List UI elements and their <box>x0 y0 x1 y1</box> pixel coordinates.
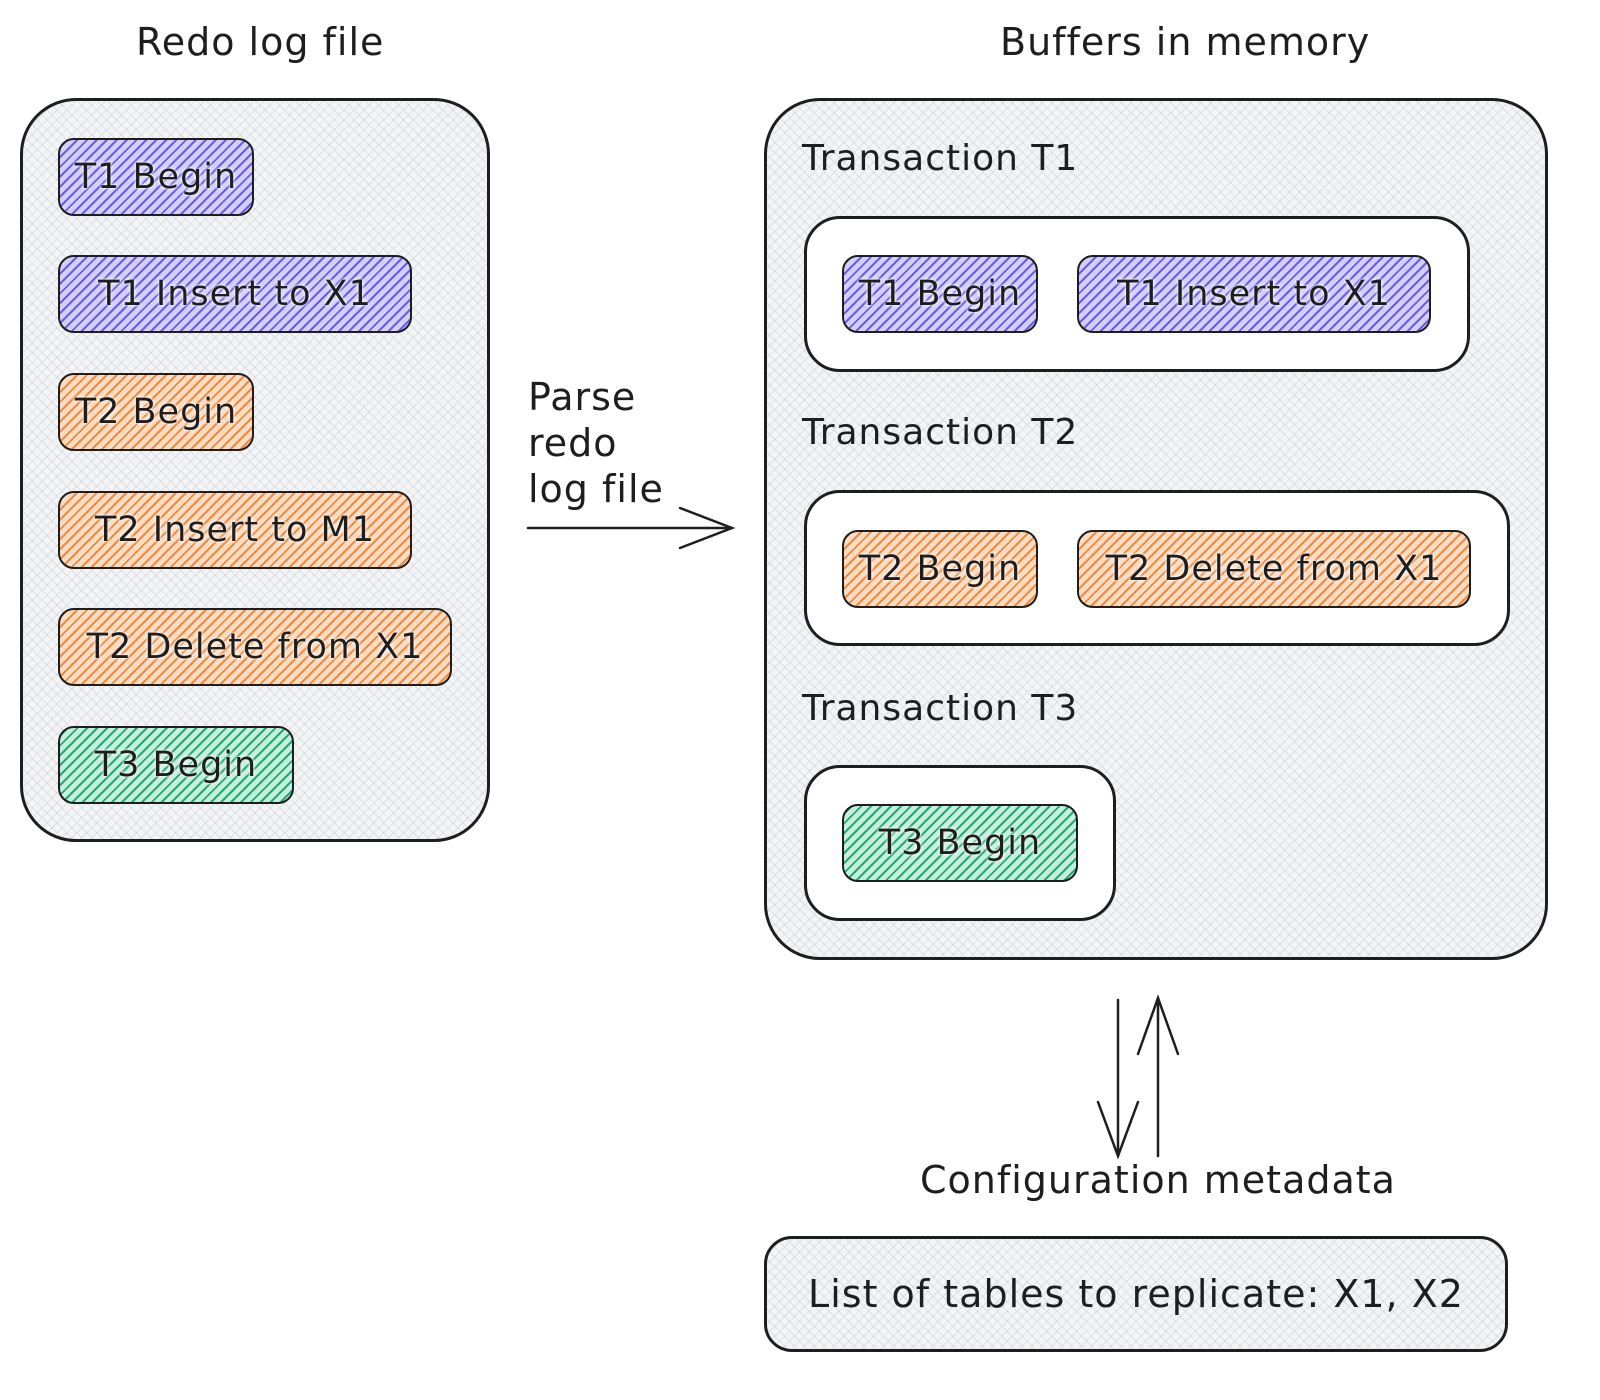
buffer-entry-label: T1 Begin <box>858 274 1022 314</box>
redo-entry-label: T3 Begin <box>94 745 258 785</box>
redo-entry-label: T2 Begin <box>74 392 238 432</box>
config-metadata-label: Configuration metadata <box>920 1158 1396 1202</box>
transaction-t2-heading: Transaction T2 <box>802 412 1079 453</box>
buffer-entry-label: T3 Begin <box>878 823 1042 863</box>
buffer-t3-begin: T3 Begin <box>842 804 1078 882</box>
parse-label-line2: redo <box>528 421 618 465</box>
parse-arrow-label: Parse redo log file <box>528 374 664 512</box>
redo-entry-t1-begin: T1 Begin <box>58 138 254 216</box>
redo-entry-label: T2 Insert to M1 <box>94 510 375 550</box>
parse-label-line1: Parse <box>528 375 637 419</box>
redo-entry-t2-begin: T2 Begin <box>58 373 254 451</box>
buffer-t2-begin: T2 Begin <box>842 530 1038 608</box>
parse-label-line3: log file <box>528 467 664 511</box>
redo-entry-t2-insert: T2 Insert to M1 <box>58 491 412 569</box>
config-metadata-box: List of tables to replicate: X1, X2 <box>764 1236 1508 1352</box>
redo-log-panel <box>20 98 490 842</box>
buffers-title: Buffers in memory <box>1000 20 1371 64</box>
up-arrow <box>1136 994 1180 1158</box>
transaction-t1-heading: Transaction T1 <box>802 138 1079 179</box>
redo-entry-label: T1 Begin <box>74 157 238 197</box>
tables-to-replicate: List of tables to replicate: X1, X2 <box>808 1272 1464 1316</box>
buffer-t2-delete: T2 Delete from X1 <box>1077 530 1471 608</box>
buffer-entry-label: T1 Insert to X1 <box>1117 274 1391 314</box>
redo-entry-t3-begin: T3 Begin <box>58 726 294 804</box>
redo-entry-t1-insert: T1 Insert to X1 <box>58 255 412 333</box>
buffer-entry-label: T2 Begin <box>858 549 1022 589</box>
buffer-t1-begin: T1 Begin <box>842 255 1038 333</box>
transaction-t3-heading: Transaction T3 <box>802 688 1079 729</box>
down-arrow <box>1096 998 1140 1160</box>
parse-arrow <box>526 506 736 550</box>
buffer-entry-label: T2 Delete from X1 <box>1105 549 1443 589</box>
redo-entry-label: T2 Delete from X1 <box>86 627 424 667</box>
redo-entry-t2-delete: T2 Delete from X1 <box>58 608 452 686</box>
redo-log-title: Redo log file <box>136 20 385 64</box>
buffer-t1-insert: T1 Insert to X1 <box>1077 255 1431 333</box>
redo-entry-label: T1 Insert to X1 <box>98 274 372 314</box>
